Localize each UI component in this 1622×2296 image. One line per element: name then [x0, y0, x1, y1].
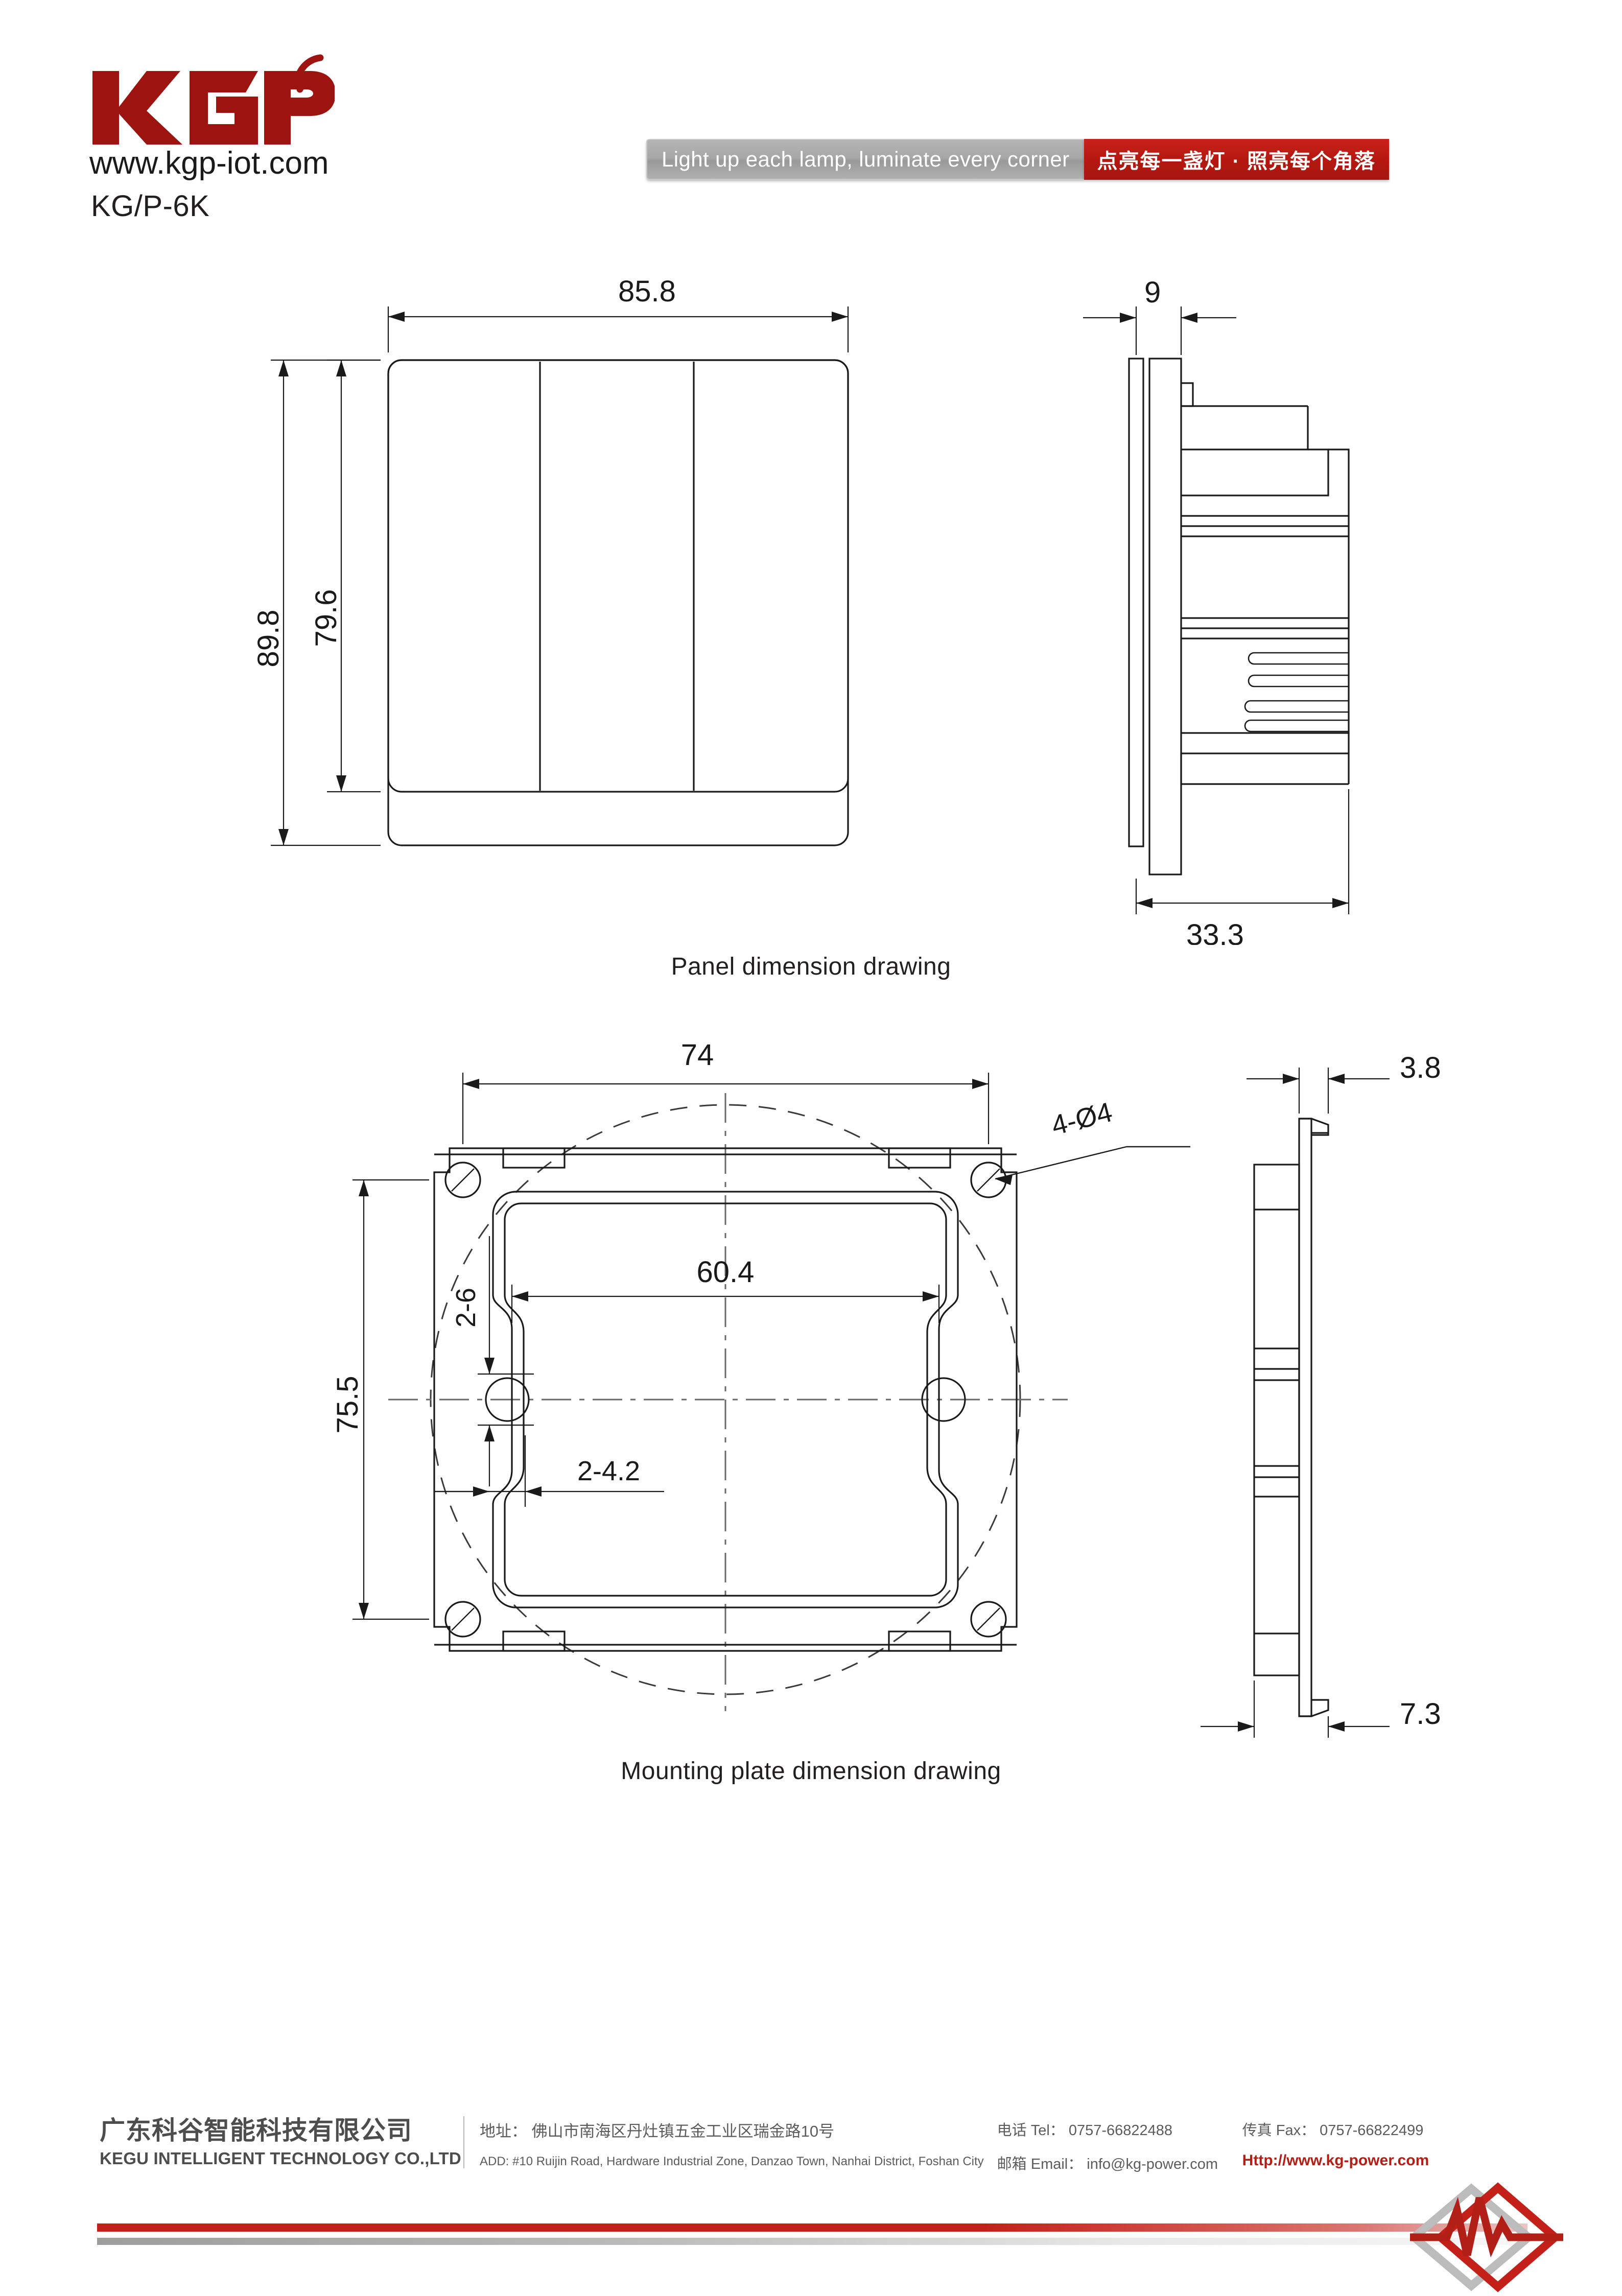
company-name-en: KEGU INTELLIGENT TECHNOLOGY CO.,LTD: [100, 2149, 461, 2168]
model-code: KG/P-6K: [91, 190, 210, 223]
panel-face-outline: [387, 359, 849, 793]
panel-drawing-caption: Panel dimension drawing: [671, 953, 951, 980]
contact-email: 邮箱 Email： info@kg-power.com: [997, 2156, 1218, 2172]
plate-outline: [433, 1147, 1018, 1652]
mounting-plate-dimension-drawing: 74 75.5 60.4 2-6 2-4.2 4-Ø4 3.8 7.3: [331, 1038, 1441, 1738]
side-terminal-fingers: [1244, 652, 1350, 732]
plate-center-lines: [388, 1093, 1068, 1711]
panel-outer-outline: [387, 359, 849, 846]
company-name-cn: 广东科谷智能科技有限公司: [100, 2116, 412, 2145]
screw-hole-leader: [995, 1146, 1127, 1180]
kegu-diamond-logo-icon: [1410, 2182, 1563, 2292]
plate-cutout: [492, 1191, 959, 1608]
drawing-area: 85.8 89.8 79.6 9 33.3 Panel dimension dr…: [0, 220, 1622, 2043]
logo-url-text: www.kgp-iot.com: [89, 146, 329, 181]
address-cn: 地址： 佛山市南海区丹灶镇五金工业区瑞金路10号: [480, 2122, 835, 2140]
kgp-logo-icon: [92, 54, 335, 145]
page-footer: 广东科谷智能科技有限公司 KEGU INTELLIGENT TECHNOLOGY…: [0, 2087, 1622, 2293]
dim-panel-height-inner: 79.6: [310, 589, 343, 647]
dim-plate-slot-height: 2-6: [451, 1288, 481, 1328]
plate-side-view: [1253, 1118, 1329, 1717]
brand-logo: www.kgp-iot.com: [89, 54, 355, 181]
dim-plate-width: 74: [681, 1038, 714, 1072]
dim-plate-height: 75.5: [331, 1376, 364, 1434]
plate-tabs: [502, 1147, 951, 1652]
contact-fax: 传真 Fax： 0757-66822499: [1242, 2122, 1424, 2139]
plate-screw-holes: [444, 1162, 1007, 1638]
dim-plate-screw-holes: 4-Ø4: [1048, 1097, 1115, 1141]
slogan-chinese: 点亮每一盏灯 · 照亮每个角落: [1084, 139, 1390, 180]
dim-plate-slot-width: 2-4.2: [577, 1456, 640, 1486]
plate-side-hole-right: [921, 1377, 966, 1422]
footer-gray-bar: [97, 2238, 1527, 2245]
side-faceplate-body: [1148, 358, 1182, 875]
footer-red-bar: [97, 2223, 1527, 2232]
address-block: 地址： 佛山市南海区丹灶镇五金工业区瑞金路10号 ADD: #10 Ruijin…: [464, 2116, 984, 2169]
dim-panel-height-outer: 89.8: [252, 610, 285, 668]
side-body-profile: [1180, 382, 1350, 785]
dim-plate-cutout-width: 60.4: [697, 1256, 755, 1289]
slogan-banner: Light up each lamp, luminate every corne…: [646, 139, 1390, 180]
contact-website[interactable]: Http://www.kg-power.com: [1242, 2152, 1429, 2169]
address-en: ADD: #10 Ruijin Road, Hardware Industria…: [480, 2155, 984, 2168]
dim-plate-depth: 7.3: [1400, 1697, 1441, 1731]
dim-plate-thickness: 3.8: [1400, 1051, 1441, 1084]
footer-rules: [97, 2223, 1527, 2245]
panel-dimension-drawing: 85.8 89.8 79.6 9 33.3: [252, 275, 1350, 945]
contact-tel: 电话 Tel： 0757-66822488: [997, 2122, 1173, 2139]
contact-block: 电话 Tel： 0757-66822488 传真 Fax： 0757-66822…: [984, 2116, 1525, 2173]
dim-panel-depth: 33.3: [1186, 918, 1244, 945]
dim-panel-thickness: 9: [1144, 276, 1161, 309]
side-faceplate-front: [1128, 358, 1144, 847]
slogan-english: Light up each lamp, luminate every corne…: [646, 139, 1084, 180]
plate-side-hole-left: [485, 1377, 530, 1422]
dim-panel-width: 85.8: [618, 275, 676, 308]
plate-drawing-caption: Mounting plate dimension drawing: [621, 1758, 1001, 1785]
page-header: www.kgp-iot.com KG/P-6K Light up each la…: [0, 0, 1622, 223]
company-block: 广东科谷智能科技有限公司 KEGU INTELLIGENT TECHNOLOGY…: [100, 2116, 464, 2168]
